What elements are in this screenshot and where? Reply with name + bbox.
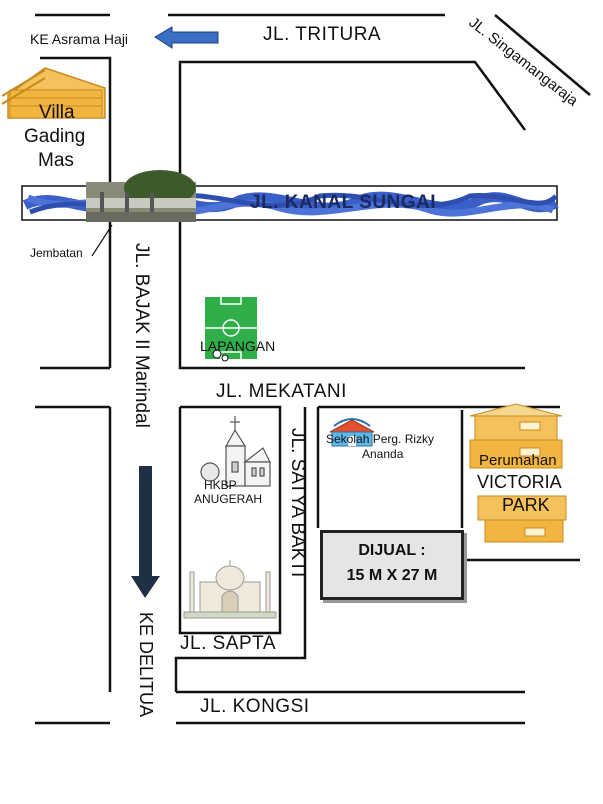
road-label-kanal-sungai: JL. KANAL SUNGAI xyxy=(250,192,437,213)
football-field-icon xyxy=(203,295,259,362)
school-icon xyxy=(329,418,375,447)
bridge-photo xyxy=(86,170,196,222)
victoria-park-building-icon xyxy=(469,403,567,543)
jembatan-label: Jembatan xyxy=(30,246,83,260)
hkbp-label-line1: HKBP xyxy=(204,478,237,492)
sekolah-label-line1: Sekolah Perg. Rizky xyxy=(326,432,435,446)
villa-label-line2: Gading xyxy=(24,126,86,147)
sekolah-label-line2: Ananda xyxy=(362,447,404,461)
arrow-asrama-haji-icon xyxy=(154,26,219,49)
villa-label-line3: Mas xyxy=(38,150,74,171)
for-sale-box: DIJUAL : 15 M X 27 M xyxy=(320,530,464,600)
perumahan-label-line1: Perumahan xyxy=(479,452,557,469)
road-label-tritura: JL. TRITURA xyxy=(263,24,382,45)
villa-label-line1: Villa xyxy=(39,102,75,123)
road-label-bajak-ii-marindal: JL. BAJAK II Marindal xyxy=(131,243,152,428)
road-label-kongsi: JL. KONGSI xyxy=(200,696,310,717)
road-label-sapta: JL. SAPTA xyxy=(180,633,277,654)
road-lines xyxy=(35,13,591,725)
perumahan-label-line2: VICTORIA xyxy=(477,472,562,492)
road-label-mekatani: JL. MEKATANI xyxy=(216,381,347,402)
arrow-delitua-icon xyxy=(131,466,160,598)
hkbp-label-line2: ANUGERAH xyxy=(194,492,263,506)
perumahan-label-line3: PARK xyxy=(502,495,550,515)
for-sale-size: 15 M X 27 M xyxy=(346,567,438,584)
direction-asrama-haji: KE Asrama Haji xyxy=(30,31,129,47)
villa-gading-mas-building-icon xyxy=(1,67,106,119)
road-label-satya-bakti: JL. SATYA BAKTI xyxy=(287,428,308,578)
mosque-icon xyxy=(183,560,277,619)
jembatan-pointer xyxy=(91,224,113,257)
church-icon xyxy=(200,416,271,487)
direction-delitua: KE DELITUA xyxy=(136,612,156,718)
lapangan-label: LAPANGAN xyxy=(200,338,276,354)
for-sale-title: DIJUAL : xyxy=(358,542,426,559)
